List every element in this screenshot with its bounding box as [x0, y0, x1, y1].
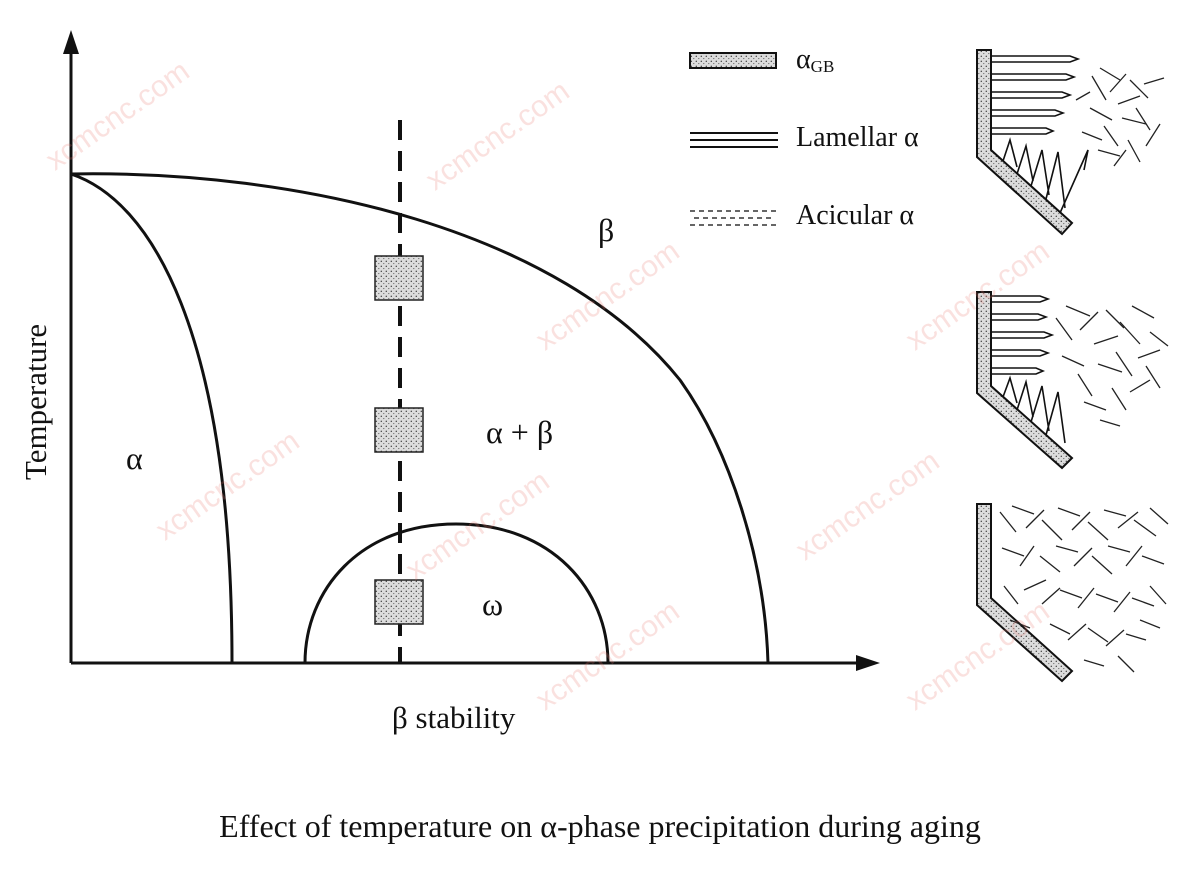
microstructure-low-temperature — [976, 503, 1169, 683]
alpha-boundary-curve — [70, 172, 234, 664]
beta-transus-curve — [70, 172, 770, 664]
acicular-needles-mid — [1055, 305, 1169, 427]
legend-gb-symbol: α — [796, 44, 811, 75]
acicular-needles-low — [999, 505, 1169, 673]
grain-boundary-strip-low — [976, 503, 1074, 683]
legend-acicular-swatch — [690, 210, 778, 226]
legend-label-lamellar: Lamellar α — [796, 122, 919, 153]
region-label-omega: ω — [482, 586, 504, 622]
x-axis-label: β stability — [392, 700, 516, 735]
y-axis-arrow — [63, 30, 79, 54]
x-axis-arrow — [856, 655, 880, 671]
omega-dome-curve — [303, 522, 610, 664]
region-label-alpha-beta: α + β — [486, 414, 554, 450]
legend-gb-subscript: GB — [810, 57, 835, 76]
aging-marker-mid — [374, 407, 424, 453]
lamellar-colony-mid — [991, 295, 1066, 444]
legend-lamellar-swatch — [690, 132, 778, 148]
region-label-beta: β — [598, 212, 615, 248]
lamellar-colony-high — [991, 55, 1089, 214]
figure-caption: Effect of temperature on α-phase precipi… — [219, 808, 981, 844]
region-label-alpha: α — [126, 440, 143, 476]
microstructure-mid-temperature — [976, 291, 1169, 470]
grain-boundary-strip-high — [976, 49, 1074, 236]
acicular-needles-high — [1075, 67, 1165, 167]
legend-label-grain-boundary: αGB — [796, 44, 834, 77]
axes — [69, 50, 862, 665]
legend-label-acicular: Acicular α — [796, 200, 915, 231]
microstructure-high-temperature — [976, 49, 1165, 236]
aging-marker-high — [374, 255, 424, 301]
y-axis-label: Temperature — [18, 323, 53, 480]
aging-marker-low — [374, 579, 424, 625]
grain-boundary-strip-mid — [976, 291, 1074, 470]
legend-grain-boundary-swatch — [689, 52, 777, 69]
